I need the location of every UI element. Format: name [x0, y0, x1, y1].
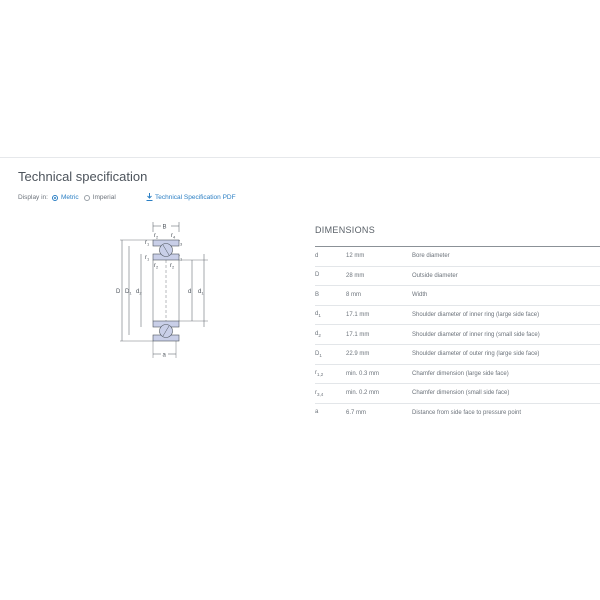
table-row: d 12 mm Bore diameter — [315, 247, 600, 267]
dim-value: 6.7 mm — [346, 410, 367, 417]
dimensions-heading: DIMENSIONS — [315, 225, 376, 235]
label-r2-mid-right: r2 — [170, 263, 175, 270]
label-r1-mid: r1 — [145, 255, 150, 262]
label-r1-top: r1 — [145, 240, 150, 247]
dim-symbol: D1 — [315, 344, 346, 365]
radio-metric-circle[interactable] — [51, 194, 58, 201]
dim-description: Bore diameter — [412, 247, 600, 267]
display-label: Display in: — [18, 194, 48, 201]
dim-description: Width — [412, 285, 600, 306]
label-a: a — [163, 353, 167, 359]
dim-symbol: D — [315, 266, 346, 287]
dim-value: min. 0.2 mm — [346, 383, 412, 404]
table-row: r1,2 min. 0.3 mm Chamfer dimension (larg… — [315, 364, 600, 385]
label-d: d — [188, 289, 191, 295]
dimensions-heading-rule — [315, 246, 600, 247]
table-row: r3,4 min. 0.2 mm Chamfer dimension (smal… — [315, 383, 600, 404]
label-r1-right: r1 — [178, 255, 183, 262]
radio-imperial-label[interactable]: Imperial — [92, 194, 116, 201]
table-row: a 6.7 mm Distance from side face to pres… — [315, 403, 600, 422]
dim-description: Shoulder diameter of inner ring (small s… — [412, 324, 600, 345]
dim-value: 17.1 mm — [346, 324, 412, 345]
table-row: B 8 mm Width — [315, 285, 600, 306]
radio-metric-label[interactable]: Metric — [60, 194, 79, 201]
technical-spec-pdf-link[interactable]: Technical Specification PDF — [146, 193, 236, 201]
download-icon — [146, 193, 153, 201]
dim-value: 12 mm — [346, 247, 412, 267]
label-r2-top: r2 — [154, 233, 159, 240]
dim-value: min. 0.3 mm — [346, 364, 412, 385]
dim-symbol: d — [315, 247, 346, 267]
label-B: B — [163, 225, 167, 231]
label-D: D — [116, 289, 121, 295]
radio-metric[interactable]: Metric — [51, 194, 79, 201]
dim-description: Shoulder diameter of inner ring (large s… — [412, 305, 600, 326]
dim-symbol: r3,4 — [315, 383, 346, 404]
table-row: d2 17.1 mm Shoulder diameter of inner ri… — [315, 324, 600, 345]
label-r4-top: r4 — [171, 233, 176, 240]
dim-description: Outside diameter — [412, 266, 600, 287]
table-row: D1 22.9 mm Shoulder diameter of outer ri… — [315, 344, 600, 365]
unit-selector: Display in: Metric Imperial — [18, 194, 121, 201]
dim-symbol: d2 — [315, 324, 346, 345]
section-divider — [0, 157, 600, 158]
radio-imperial[interactable]: Imperial — [83, 194, 116, 201]
dimensions-table: d 12 mm Bore diameter D 28 mm Outside di… — [315, 247, 600, 422]
dim-symbol: B — [315, 285, 346, 306]
pdf-link-label[interactable]: Technical Specification PDF — [155, 193, 236, 201]
dim-symbol: r1,2 — [315, 364, 346, 385]
dim-value: 17.1 mm — [346, 305, 412, 326]
dim-description: Chamfer dimension (large side face) — [412, 364, 600, 385]
table-row: D 28 mm Outside diameter — [315, 266, 600, 287]
dim-symbol: a — [315, 409, 319, 416]
label-D1: D1 — [125, 289, 132, 296]
dim-symbol: d1 — [315, 305, 346, 326]
section-title: Technical specification — [18, 169, 148, 184]
table-row: d1 17.1 mm Shoulder diameter of inner ri… — [315, 305, 600, 326]
label-r2-mid: r2 — [154, 263, 159, 270]
bearing-drawing: B r2 r4 r1 r3 r1 r1 r2 r2 D D1 d2 d d1 a — [116, 222, 208, 359]
dim-value: 22.9 mm — [346, 344, 412, 365]
label-d2: d2 — [136, 289, 142, 296]
radio-imperial-circle[interactable] — [83, 194, 90, 201]
dim-description: Shoulder diameter of outer ring (large s… — [412, 344, 600, 365]
label-d1: d1 — [198, 289, 204, 296]
dim-description: Chamfer dimension (small side face) — [412, 383, 600, 404]
dim-value: 28 mm — [346, 266, 412, 287]
dim-description: Distance from side face to pressure poin… — [412, 410, 522, 417]
label-r3-top: r3 — [178, 240, 183, 247]
dim-value: 8 mm — [346, 285, 412, 306]
